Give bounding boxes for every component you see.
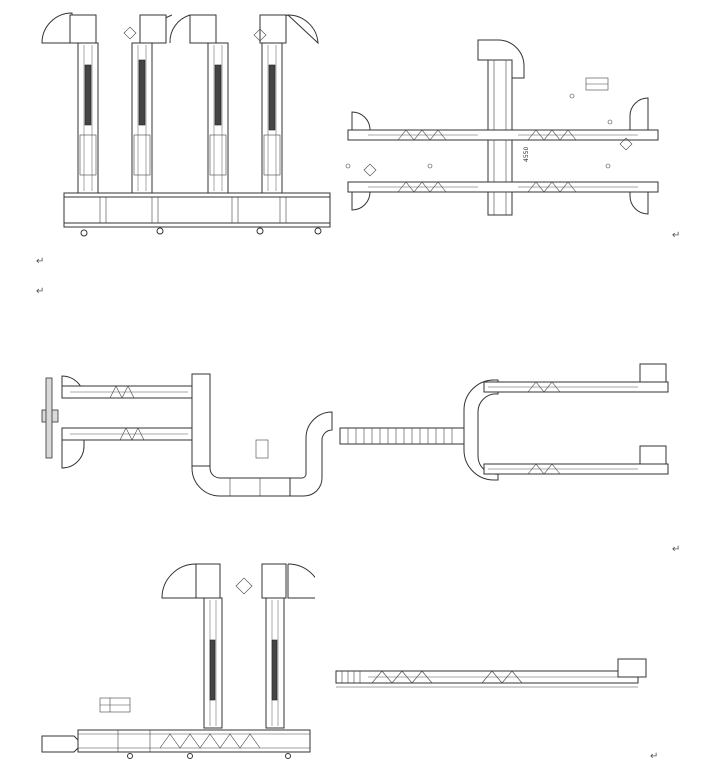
paragraph-mark: ↵: [650, 751, 659, 762]
drawing-bottom-left: [40, 560, 315, 760]
drawing-middle-right: [338, 360, 673, 485]
dimension-label: 4550: [523, 147, 530, 162]
drawing-bottom-right: [332, 655, 652, 695]
drawing-top-left: [40, 5, 340, 240]
drawing-middle-left: [40, 368, 340, 503]
drawing-top-right: 4550: [338, 30, 668, 230]
paragraph-mark: ↵: [672, 544, 681, 555]
paragraph-mark: ↵: [36, 256, 45, 267]
paragraph-mark: ↵: [36, 286, 45, 297]
paragraph-mark: ↵: [672, 230, 681, 241]
